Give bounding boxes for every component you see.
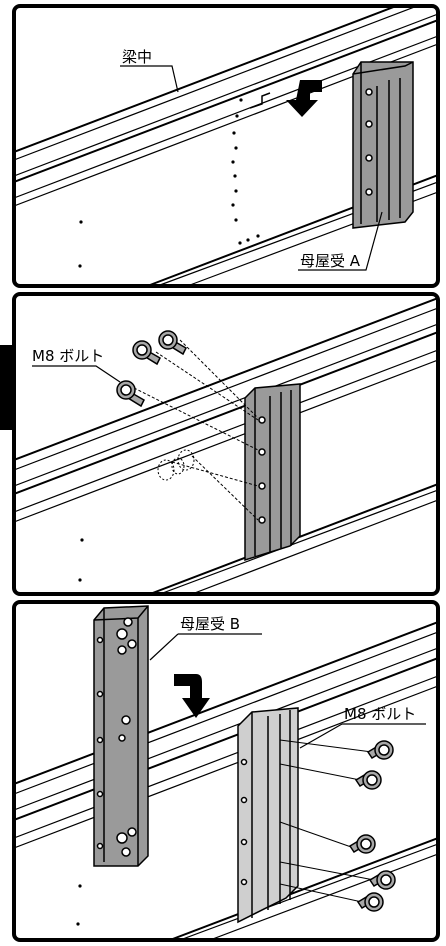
bolt-icon <box>366 740 394 760</box>
bolt-icon <box>348 834 376 854</box>
down-arrow-icon <box>286 80 322 117</box>
panel-1-frame <box>12 4 440 288</box>
bracket-b-installed <box>237 707 299 924</box>
panel-2-beam <box>14 297 438 594</box>
m8-bolts-b <box>348 740 396 912</box>
bracket-b <box>93 605 149 867</box>
side-tab <box>0 345 14 430</box>
bolt-icon <box>354 770 382 790</box>
bracket-a-installed <box>244 383 301 562</box>
bolt-label-1: M8 ボルト <box>32 347 104 365</box>
bolt-label-2: M8 ボルト <box>344 705 416 723</box>
panel-2-frame <box>12 292 440 596</box>
panel-3-frame <box>12 600 440 942</box>
bracket-b-label: 母屋受 B <box>180 615 240 633</box>
panel-1: 梁中 母屋受 A <box>14 6 438 286</box>
bolt-icon <box>116 380 145 408</box>
bolt-guides <box>133 339 259 521</box>
bolt-icon <box>368 870 396 890</box>
bolt-icon <box>356 892 384 912</box>
bolt-icon <box>132 340 161 366</box>
bracket-a <box>352 61 414 229</box>
panel-3: 母屋受 B M8 ボルト <box>14 605 438 940</box>
bolt-guides-b <box>279 739 375 903</box>
curved-arrow-icon <box>174 674 210 718</box>
beam-label: 梁中 <box>122 48 152 66</box>
bolt-icon <box>158 330 187 356</box>
ghost-bolts <box>157 449 195 481</box>
panel-2: M8 ボルト <box>14 297 438 594</box>
panel-1-beam <box>14 6 438 286</box>
bracket-a-label: 母屋受 A <box>300 252 361 270</box>
m8-bolts <box>116 330 187 408</box>
beam-holes <box>78 98 260 268</box>
